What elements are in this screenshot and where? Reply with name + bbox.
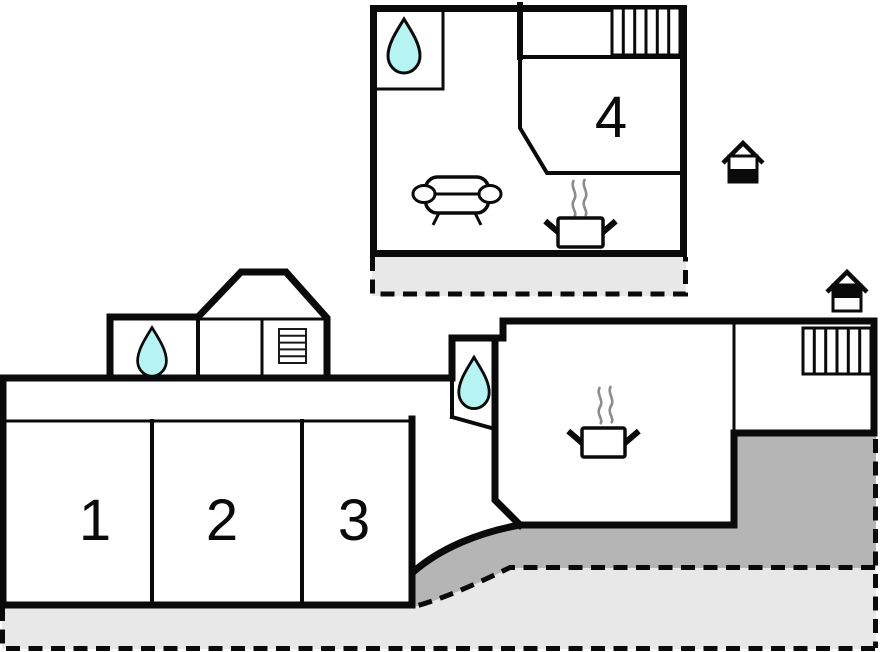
terrace-upper-dashed-border <box>370 257 688 297</box>
terraces <box>0 257 878 651</box>
terrace-dark-light-dashed-boundary <box>417 565 875 608</box>
stairs-icon <box>610 6 682 57</box>
upper-floor: 4 <box>370 2 687 257</box>
cooking-pot-icon <box>543 178 618 249</box>
sofa-icon <box>411 175 503 226</box>
water-drop-icon <box>136 325 168 378</box>
terrace-light-upper <box>372 257 686 296</box>
ground-floor: 1 2 3 <box>0 268 878 609</box>
steam <box>597 385 614 425</box>
ground-floor-walls-thin <box>1 317 736 435</box>
stairs-icon <box>801 326 873 376</box>
upper-floor-walls-room4 <box>518 55 686 175</box>
water-drop-icon <box>457 354 491 411</box>
house-icon <box>721 139 765 184</box>
room-4-label: 4 <box>595 85 627 150</box>
stairs-icon <box>278 328 307 364</box>
ground-floor-walls-medium <box>150 315 498 605</box>
cooking-pot-icon <box>566 385 641 459</box>
room-3-label: 3 <box>338 488 370 553</box>
water-drop-icon <box>386 16 422 75</box>
ground-floor-walls-thick <box>102 334 525 609</box>
room-2-label: 2 <box>206 488 238 553</box>
house-icon <box>825 268 869 313</box>
terrace-lower-left-bottom-dashed-border <box>0 607 876 651</box>
terrace-dashed-borders <box>0 257 878 651</box>
terrace-light-lower <box>2 568 876 649</box>
room-1-label: 1 <box>79 488 111 553</box>
terrace-dark <box>412 433 876 606</box>
steam <box>571 178 588 218</box>
upper-floor-walls-thin <box>371 6 445 91</box>
